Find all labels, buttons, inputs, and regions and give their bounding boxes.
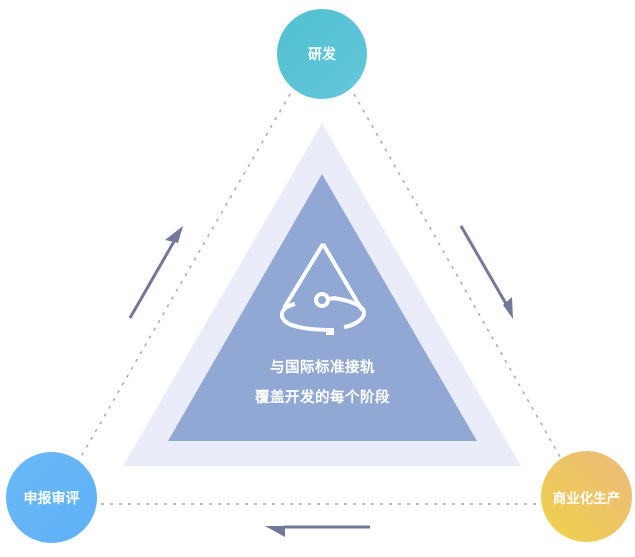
node-research: 研发 xyxy=(277,9,367,99)
arrow-down-right-icon xyxy=(459,225,513,319)
center-text-line-2: 覆盖开发的每个阶段 xyxy=(255,390,390,406)
center-text-line-1: 与国际标准接轨 xyxy=(270,360,375,376)
node-filing-review-label: 申报审评 xyxy=(23,490,80,507)
arrow-up-right-icon xyxy=(128,226,183,319)
cone-orbit-icon xyxy=(279,242,366,335)
arrow-left-icon xyxy=(265,525,370,537)
connector-top-left xyxy=(77,93,291,463)
connector-top-right xyxy=(353,93,564,463)
node-commercial-production: 商业化生产 xyxy=(541,451,632,542)
node-filing-review: 申报审评 xyxy=(6,452,97,543)
node-research-label: 研发 xyxy=(308,47,336,63)
node-commercial-production-label: 商业化生产 xyxy=(552,490,621,507)
